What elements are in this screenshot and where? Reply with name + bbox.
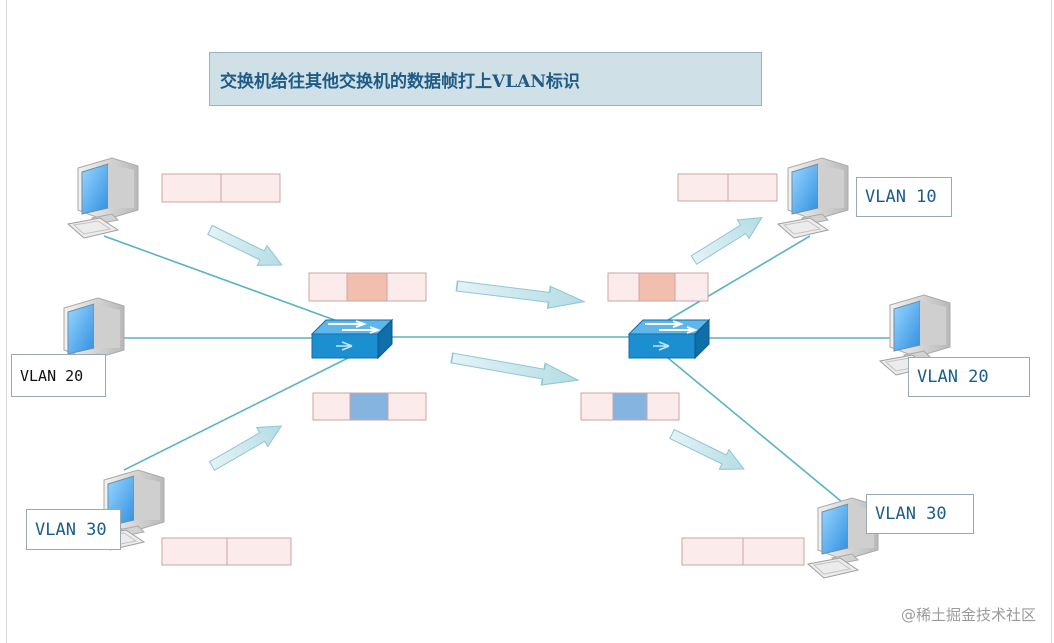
frame-left-top	[161, 173, 281, 203]
label-right-vlan10: VLAN 10	[856, 177, 952, 217]
flow-arrow-1	[204, 219, 288, 276]
flow-arrow-3	[687, 207, 769, 270]
page-frame	[6, 0, 1052, 643]
link-left-pc-bottom	[123, 355, 353, 471]
tagged-frame-vlan30-left	[312, 392, 427, 421]
frame-right-top	[677, 173, 778, 202]
tagged-frame-vlan10-left	[308, 272, 427, 302]
frame-left-bottom	[161, 537, 292, 566]
flow-arrow-4	[206, 415, 288, 477]
link-left-pc-top	[103, 235, 341, 323]
links	[103, 235, 892, 503]
switch-left-icon	[311, 319, 393, 359]
label-right-vlan30: VLAN 30	[866, 494, 974, 534]
link-right-pc-bottom	[667, 357, 843, 503]
flow-arrow-6	[666, 423, 750, 480]
frame-right-bottom	[681, 537, 805, 566]
pc-left-top-icon	[67, 157, 139, 239]
watermark: @稀土掘金技术社区	[900, 606, 1036, 624]
switch-right-icon	[628, 319, 710, 359]
tagged-frame-vlan30-right	[580, 392, 680, 421]
pc-right-top-icon	[777, 157, 849, 239]
label-left-vlan20: VLAN 20	[11, 354, 106, 397]
label-right-vlan20: VLAN 20	[908, 357, 1030, 397]
diagram-title: 交换机给往其他交换机的数据帧打上VLAN标识	[209, 52, 762, 106]
flow-arrow-2	[454, 274, 587, 314]
flow-arrow-5	[449, 346, 581, 392]
label-left-vlan30: VLAN 30	[26, 509, 121, 550]
link-right-pc-top	[667, 235, 811, 321]
tagged-frame-vlan10-right	[607, 272, 709, 302]
